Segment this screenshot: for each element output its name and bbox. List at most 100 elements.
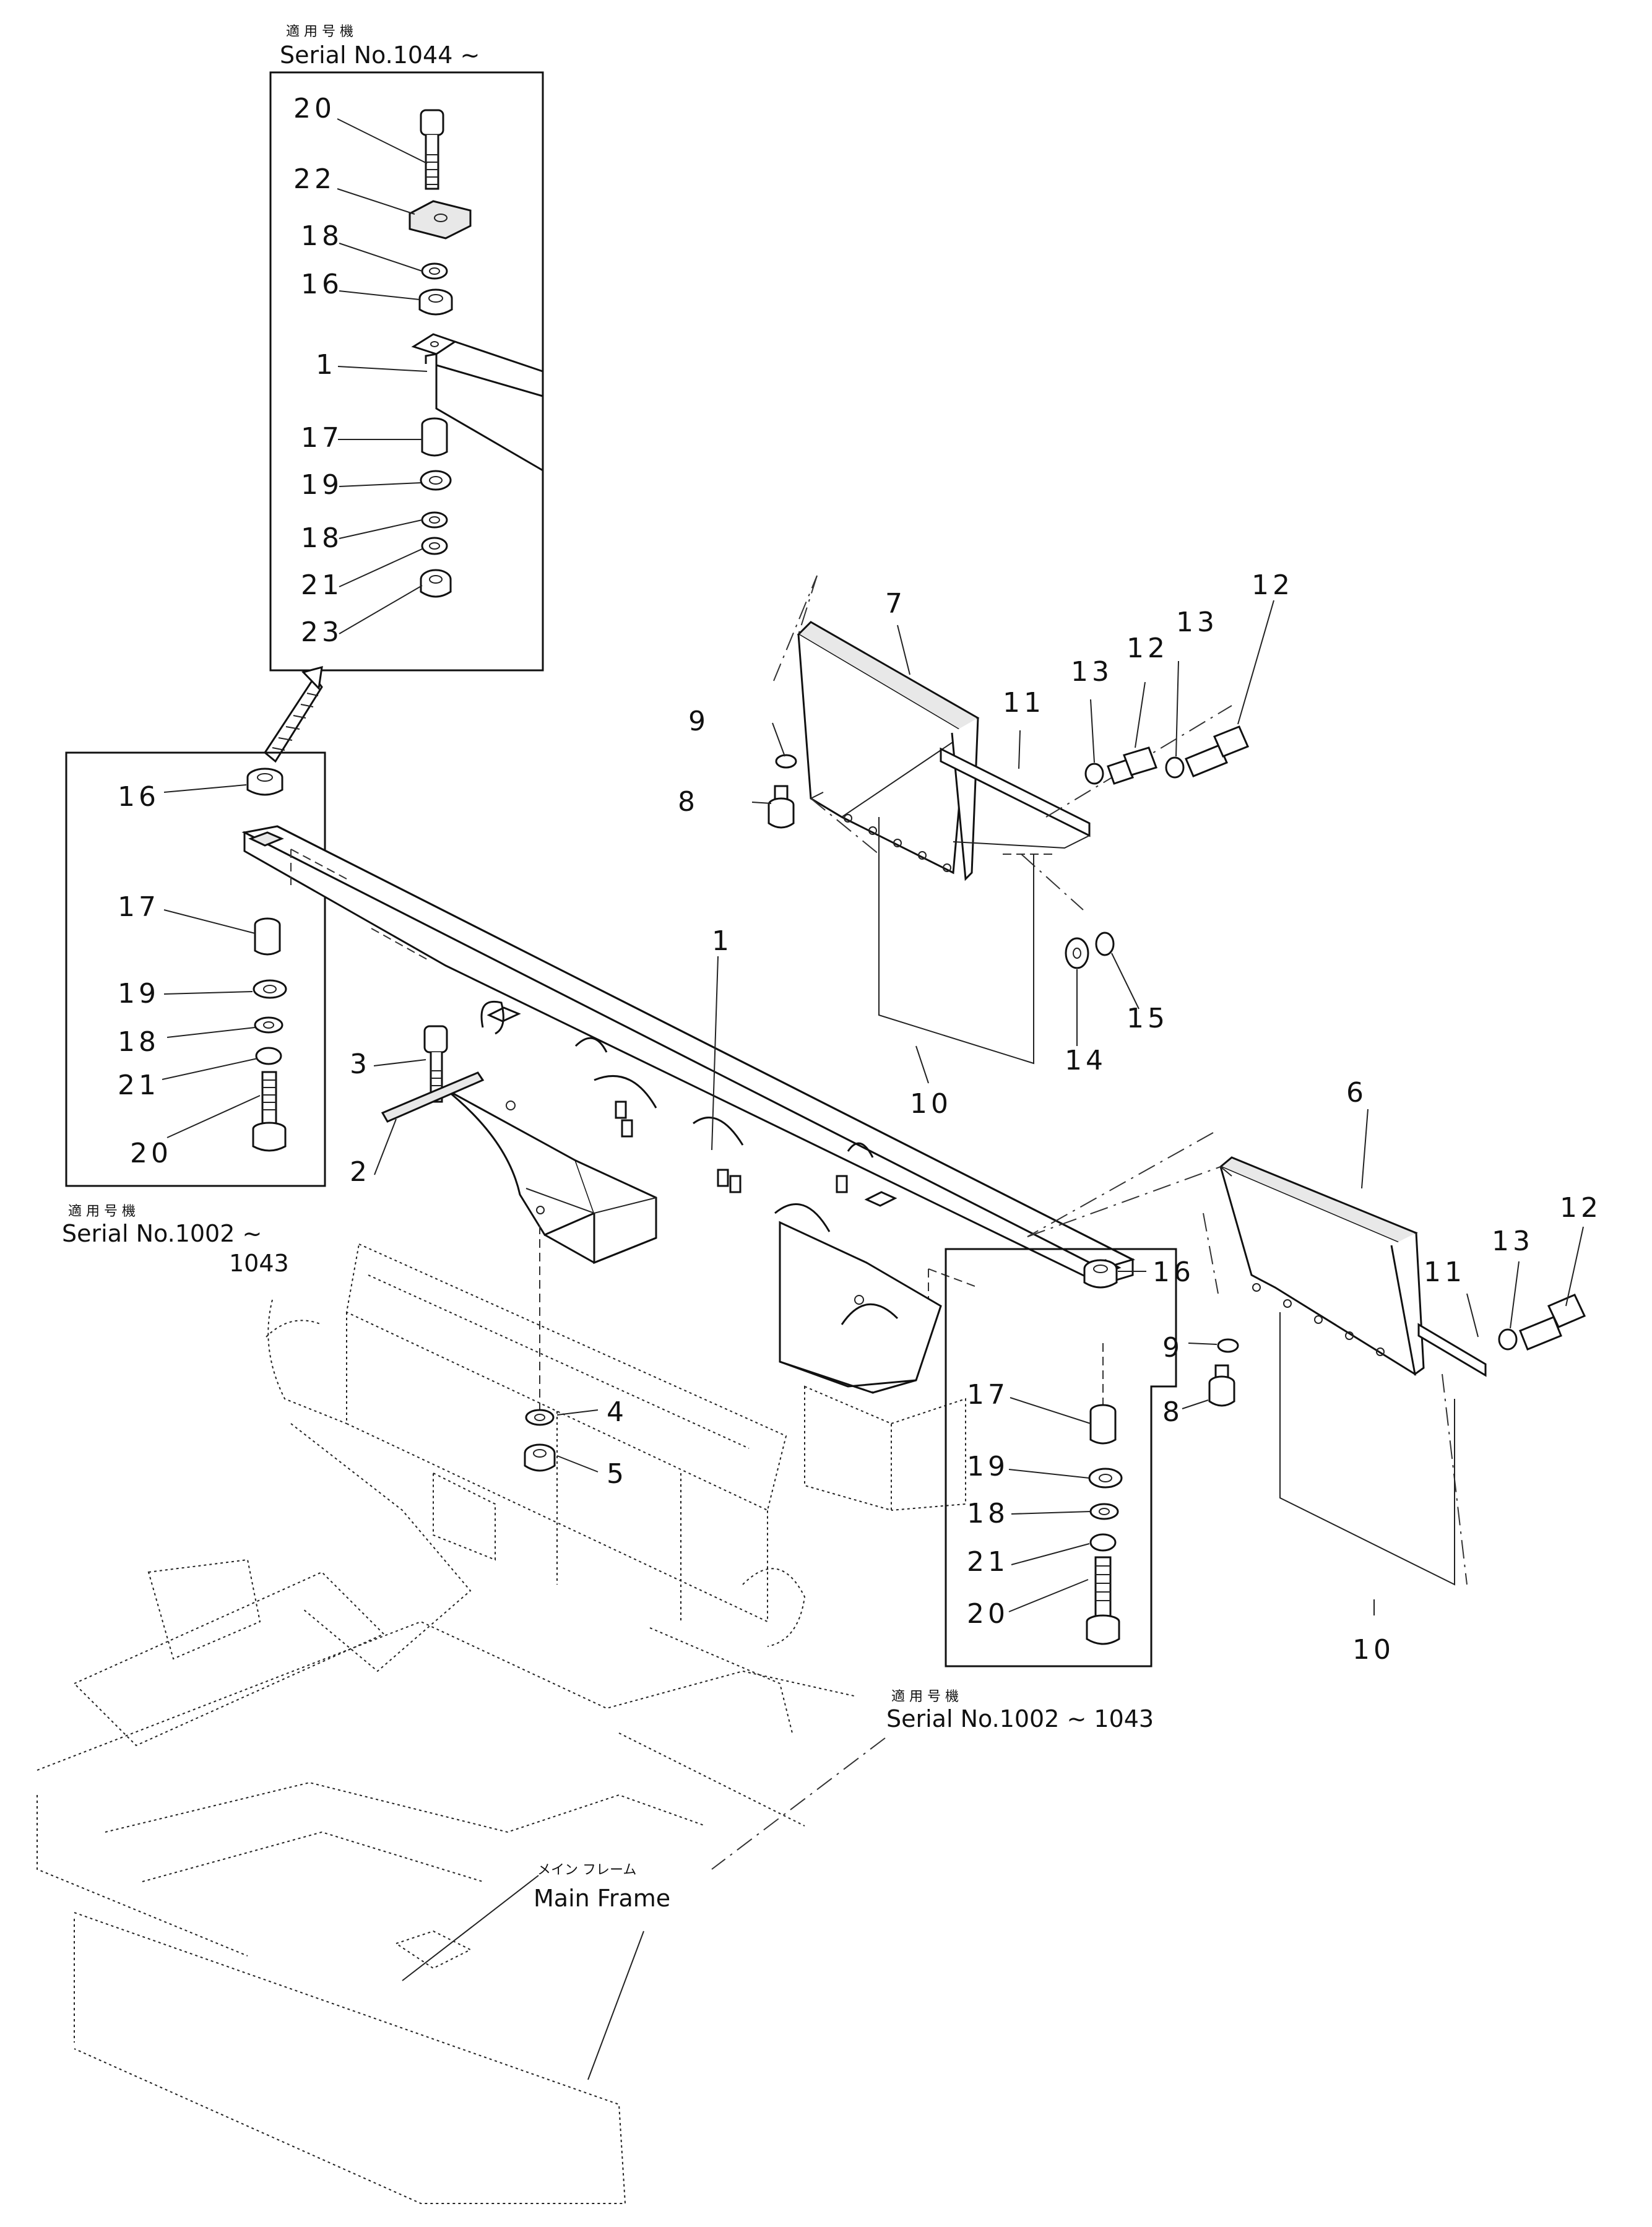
nut-14 [1065,937,1089,969]
right-inset-serial-caption: Serial No.1002 ~ 1043 [886,1705,1154,1732]
label-1-beam: 1 [712,925,733,957]
bolt-20-right [1086,1556,1120,1645]
label-23: 23 [301,616,343,648]
label-18-left: 18 [118,1026,160,1058]
label-19-left: 19 [118,978,160,1010]
sleeve-17-top [421,417,448,457]
label-16-right: 16 [1153,1256,1195,1288]
lower-guard-6: 6 9 8 11 13 12 10 [1027,1077,1602,1666]
top-inset: 適 用 号 機 Serial No.1044 ~ [269,24,544,672]
left-inset-jp-caption: 適 用 号 機 [68,1204,136,1219]
washer-18-top [421,262,448,280]
nut-5 [524,1443,556,1472]
label-12-upper-a: 12 [1127,633,1169,664]
label-17-left: 17 [118,891,160,923]
label-12-lower: 12 [1560,1192,1602,1224]
label-11-upper: 11 [1003,687,1045,719]
label-13-lower: 13 [1492,1226,1534,1257]
left-inset-serial-caption-2: 1043 [229,1250,289,1277]
lockwasher-13-b [1165,756,1185,779]
bolt-12-b [1185,725,1249,777]
left-inset-serial-caption: Serial No.1002 ~ [62,1220,262,1247]
washer-18-right [1089,1503,1119,1520]
label-20-right: 20 [967,1598,1009,1630]
label-20-left: 20 [130,1138,172,1169]
bolt-12-a [1107,746,1157,785]
label-8-upper: 8 [678,786,699,818]
label-10-upper: 10 [910,1088,952,1120]
label-16-left: 16 [118,781,160,813]
label-16: 16 [301,269,343,300]
main-frame [37,1243,966,2204]
top-inset-serial-caption: Serial No.1044 ~ [280,41,480,69]
label-3: 3 [350,1049,371,1080]
bushing-16-top [418,288,453,316]
bolt-20-top [420,109,444,190]
label-10-lower: 10 [1352,1634,1395,1666]
label-18: 18 [301,220,343,252]
label-21-right: 21 [967,1546,1009,1578]
label-12-upper-b: 12 [1252,569,1294,601]
label-9-upper: 9 [688,706,709,737]
label-5: 5 [607,1458,628,1490]
washer-4 [525,1409,555,1426]
label-22: 22 [293,163,335,195]
label-20: 20 [293,93,335,124]
sleeve-17-left [254,917,281,956]
bolt-8-lower [1208,1364,1235,1407]
bushing-16-right [1083,1259,1118,1289]
main-beam: 1 [241,825,1136,1394]
lockwasher-13-a [1084,763,1104,785]
bolt-8-upper [768,785,795,829]
label-4: 4 [607,1396,628,1428]
washer-15 [1095,932,1115,956]
label-2: 2 [350,1156,371,1188]
label-1: 1 [316,349,337,381]
bolt-12-lower [1519,1294,1586,1351]
inset-arrow [264,665,323,763]
plate-2 [381,1071,485,1123]
label-15: 15 [1127,1003,1169,1034]
label-13-upper-a: 13 [1071,656,1113,688]
left-inset-frame [65,751,326,1187]
bushing-16-left [246,768,283,796]
lockwasher-21-left [255,1047,282,1065]
washer-19-top [420,470,452,491]
upper-guard-7: 7 9 8 11 13 12 13 12 14 15 10 [678,569,1294,1120]
label-21: 21 [301,569,343,601]
label-9-lower: 9 [1162,1332,1183,1364]
washer-9-upper [775,754,797,769]
label-18-right: 18 [967,1498,1009,1529]
bolt-20-left [252,1071,287,1152]
center-fasteners: 3 2 4 5 [350,1025,628,1490]
label-14: 14 [1065,1045,1107,1076]
right-inset-frame [945,1248,1177,1667]
beam-end-1-top [411,333,543,472]
washer-19-right [1088,1468,1123,1489]
label-7: 7 [885,588,906,620]
washer-18-top-lower [421,511,448,529]
label-17-right: 17 [967,1379,1009,1411]
main-frame-label: メイン フレーム Main Frame [402,1737,886,2080]
left-inset: 適 用 号 機 Serial No.1002 ~ 1043 16 17 19 1… [62,751,326,1277]
label-13-upper-b: 13 [1176,607,1218,638]
washer-9-lower [1217,1338,1239,1353]
label-18: 18 [301,522,343,554]
lockwasher-21-right [1089,1533,1117,1552]
label-21-left: 21 [118,1070,160,1101]
clamp-22 [409,200,472,240]
right-inset: 適 用 号 機 Serial No.1002 ~ 1043 16 17 19 1… [886,1248,1195,1732]
label-11-lower: 11 [1424,1256,1466,1288]
lockwasher-21-top [421,537,448,555]
label-6: 6 [1346,1077,1367,1109]
label-19-right: 19 [967,1451,1009,1482]
sleeve-17-right [1089,1404,1117,1445]
right-inset-jp-caption: 適 用 号 機 [891,1689,959,1705]
label-19: 19 [301,469,343,501]
washer-18-left [254,1016,283,1034]
label-17: 17 [301,422,343,454]
label-8-lower: 8 [1162,1396,1183,1428]
washer-19-left [253,979,287,999]
main-frame-jp: メイン フレーム [537,1862,636,1878]
